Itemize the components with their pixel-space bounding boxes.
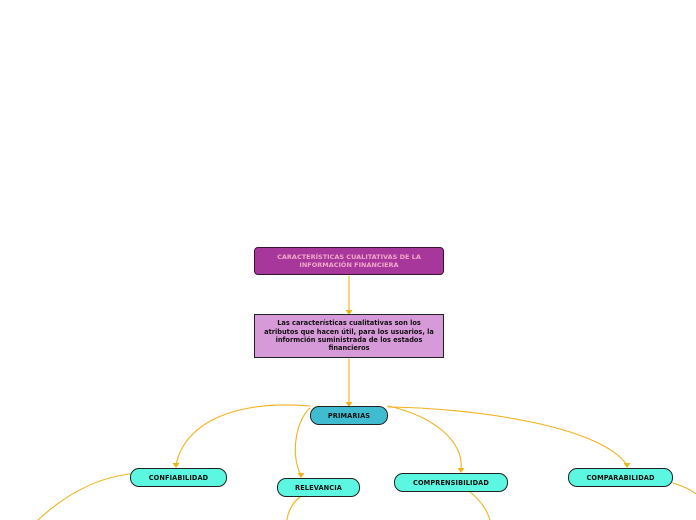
relevancia-node[interactable]: RELEVANCIA: [277, 478, 360, 497]
connector-primarias-to-relevancia: [294, 407, 311, 476]
title-node[interactable]: CARACTERÍSTICAS CUALITATIVAS DE LA INFOR…: [254, 247, 444, 275]
confiabilidad-node[interactable]: CONFIABILIDAD: [130, 468, 227, 487]
arrowhead-comparabilidad: [623, 463, 631, 468]
description-node[interactable]: Las características cualitativas son los…: [254, 314, 444, 358]
comprensibilidad-node[interactable]: COMPRENSIBILIDAD: [394, 473, 508, 492]
connector-comprensibilidad-out: [469, 491, 491, 520]
arrowhead-comprensibilidad: [457, 468, 465, 473]
connector-primarias-to-comprensibilidad: [387, 405, 462, 471]
connector-primarias-to-confiabilidad: [175, 404, 311, 466]
arrowhead-description: [345, 310, 353, 315]
comparabilidad-node[interactable]: COMPARABILIDAD: [568, 468, 673, 487]
arrowhead-relevancia: [297, 473, 305, 478]
connector-comparabilidad-out: [672, 482, 696, 495]
connector-relevancia-out: [286, 496, 301, 520]
connector-confiabilidad-out: [37, 473, 131, 520]
arrowhead-confiabilidad: [172, 463, 180, 468]
connector-primarias-to-comparabilidad: [387, 406, 628, 466]
arrowhead-primarias: [345, 402, 353, 407]
primarias-node[interactable]: PRIMARIAS: [310, 406, 388, 425]
